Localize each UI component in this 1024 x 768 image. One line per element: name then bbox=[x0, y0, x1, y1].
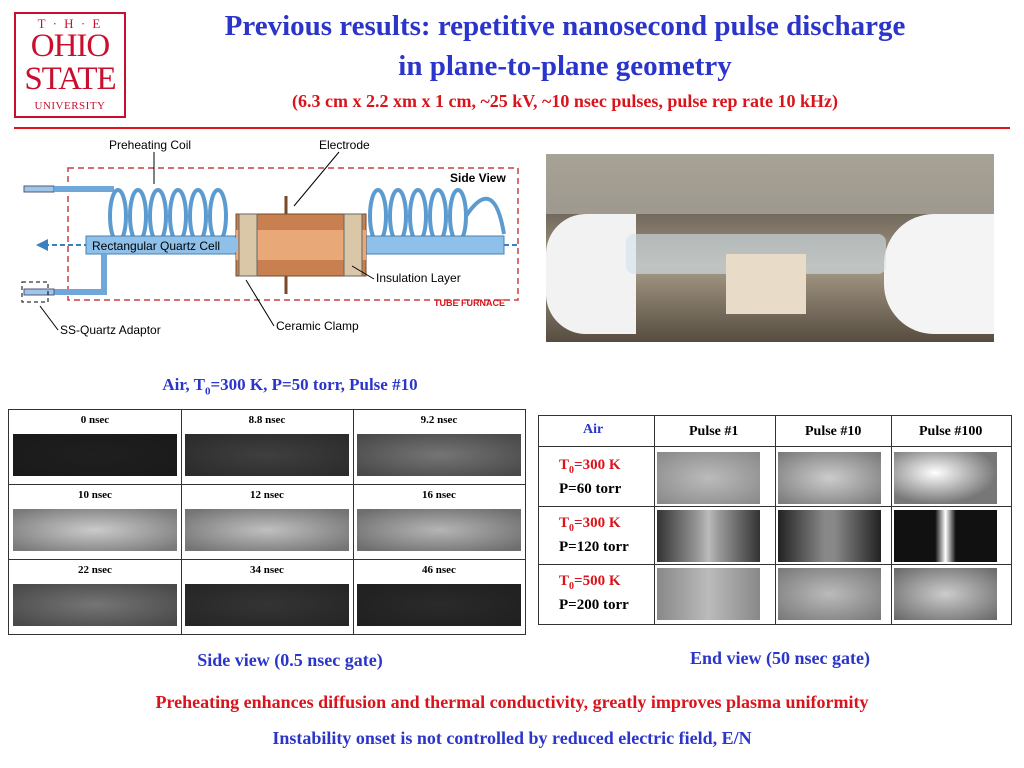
coil-lead-bottom bbox=[54, 254, 107, 295]
flow-arrow-icon bbox=[36, 239, 48, 251]
end-view-image bbox=[894, 452, 997, 504]
frame-image bbox=[185, 584, 349, 626]
table-hline bbox=[539, 506, 1011, 507]
condition-sub: 0 bbox=[204, 385, 211, 398]
frame-time-label: 9.2 nsec bbox=[420, 414, 458, 426]
table-hline bbox=[539, 446, 1011, 447]
logo-ohio: OHIO bbox=[30, 28, 110, 64]
pointer-clamp bbox=[245, 279, 275, 327]
end-view-image bbox=[778, 510, 881, 562]
furnace-schematic: Preheating Coil Electrode Side View Rect… bbox=[21, 138, 519, 337]
pointer-adaptor bbox=[39, 305, 59, 331]
conclusion-instability: Instability onset is not controlled by r… bbox=[272, 728, 752, 748]
frame-image bbox=[357, 434, 521, 476]
preheating-coil-left bbox=[108, 188, 228, 244]
frame-time-label: 0 nsec bbox=[80, 414, 110, 426]
temperature-label: T0=500 K bbox=[559, 573, 621, 592]
frame-image bbox=[13, 509, 177, 551]
label-side-view: Side View bbox=[450, 171, 506, 185]
frame-image bbox=[13, 434, 177, 476]
frame-time-label: 12 nsec bbox=[250, 489, 284, 501]
photo-cell bbox=[726, 254, 806, 314]
end-view-image bbox=[657, 452, 760, 504]
side-view-caption: Side view (0.5 nsec gate) bbox=[197, 650, 383, 670]
grid-hline bbox=[9, 484, 525, 485]
condition-prefix: Air, T bbox=[162, 375, 205, 394]
end-view-image bbox=[657, 568, 760, 620]
frame-image bbox=[357, 584, 521, 626]
furnace-photo bbox=[546, 154, 994, 342]
pulse-column-header: Pulse #10 bbox=[805, 424, 862, 439]
pressure-label: P=200 torr bbox=[559, 597, 629, 613]
table-vline bbox=[891, 416, 892, 624]
adaptor-box bbox=[21, 281, 49, 303]
frame-time-label: 16 nsec bbox=[422, 489, 456, 501]
frame-image bbox=[357, 509, 521, 551]
logo-state: STATE bbox=[24, 61, 116, 97]
condition-suffix: =300 K, P=50 torr, Pulse #10 bbox=[210, 375, 418, 394]
temperature-label: T0=300 K bbox=[559, 457, 621, 476]
frame-time-label: 46 nsec bbox=[422, 564, 456, 576]
pointer-electrode bbox=[293, 151, 340, 207]
pressure-label: P=120 torr bbox=[559, 539, 629, 555]
slide-title-line1: Previous results: repetitive nanosecond … bbox=[224, 10, 906, 42]
photo-top-furnace bbox=[546, 154, 994, 214]
slide-title-line2: in plane-to-plane geometry bbox=[398, 50, 732, 82]
logo-university: UNIVERSITY bbox=[34, 100, 106, 112]
label-adaptor: SS-Quartz Adaptor bbox=[60, 323, 161, 337]
condition-row-label: T0=300 K P=120 torr bbox=[559, 514, 629, 557]
inlet-tube bbox=[23, 185, 55, 193]
frame-image bbox=[185, 434, 349, 476]
conclusion-uniformity: Preheating enhances diffusion and therma… bbox=[155, 692, 869, 712]
frame-image bbox=[13, 584, 177, 626]
end-view-caption: End view (50 nsec gate) bbox=[690, 648, 870, 668]
grid-vline bbox=[181, 410, 182, 634]
side-view-condition: Air, T0=300 K, P=50 torr, Pulse #10 bbox=[40, 375, 540, 397]
end-view-image bbox=[894, 568, 997, 620]
pulse-column-header: Pulse #1 bbox=[689, 424, 739, 439]
quartz-label-bg bbox=[90, 238, 238, 252]
side-view-image-grid: 0 nsec 8.8 nsec 9.2 nsec 10 nsec 12 nsec 16 n… bbox=[8, 409, 526, 635]
table-corner-air: Air bbox=[583, 422, 604, 437]
ohio-state-logo: T · H · E OHIO STATE UNIVERSITY bbox=[14, 12, 126, 118]
temperature-label: T0=300 K bbox=[559, 515, 621, 534]
frame-time-label: 34 nsec bbox=[250, 564, 284, 576]
end-view-image bbox=[778, 452, 881, 504]
photo-insulation-left bbox=[546, 214, 636, 334]
pulse-column-header: Pulse #100 bbox=[919, 424, 983, 439]
label-insulation: Insulation Layer bbox=[376, 271, 461, 285]
label-electrode: Electrode bbox=[319, 138, 370, 152]
table-hline bbox=[539, 564, 1011, 565]
label-clamp: Ceramic Clamp bbox=[276, 319, 359, 333]
label-quartz-cell: Rectangular Quartz Cell bbox=[92, 239, 220, 253]
end-view-image bbox=[778, 568, 881, 620]
clamp-left bbox=[238, 213, 258, 277]
frame-time-label: 22 nsec bbox=[78, 564, 112, 576]
frame-image bbox=[185, 509, 349, 551]
condition-row-label: T0=500 K P=200 torr bbox=[559, 572, 629, 615]
grid-vline bbox=[353, 410, 354, 634]
label-tube-furnace: TUBE FURNACE bbox=[434, 298, 505, 308]
condition-row-label: T0=300 K P=60 torr bbox=[559, 456, 621, 499]
logo-the: T · H · E bbox=[37, 16, 103, 31]
slide-subtitle: (6.3 cm x 2.2 xm x 1 cm, ~25 kV, ~10 nse… bbox=[291, 91, 839, 111]
end-view-image bbox=[894, 510, 997, 562]
preheating-coil-right bbox=[368, 188, 506, 244]
end-view-image bbox=[657, 510, 760, 562]
grid-hline bbox=[9, 559, 525, 560]
table-vline bbox=[654, 416, 655, 624]
pressure-label: P=60 torr bbox=[559, 481, 622, 497]
label-preheating-coil: Preheating Coil bbox=[109, 138, 191, 152]
title-divider bbox=[14, 127, 1010, 129]
clamp-right bbox=[343, 213, 363, 277]
pointer-insulation bbox=[351, 265, 375, 280]
frame-time-label: 8.8 nsec bbox=[248, 414, 286, 426]
furnace-boundary bbox=[67, 167, 519, 301]
frame-time-label: 10 nsec bbox=[78, 489, 112, 501]
photo-insulation-right bbox=[884, 214, 994, 334]
table-vline bbox=[775, 416, 776, 624]
outlet-tube bbox=[23, 288, 55, 296]
